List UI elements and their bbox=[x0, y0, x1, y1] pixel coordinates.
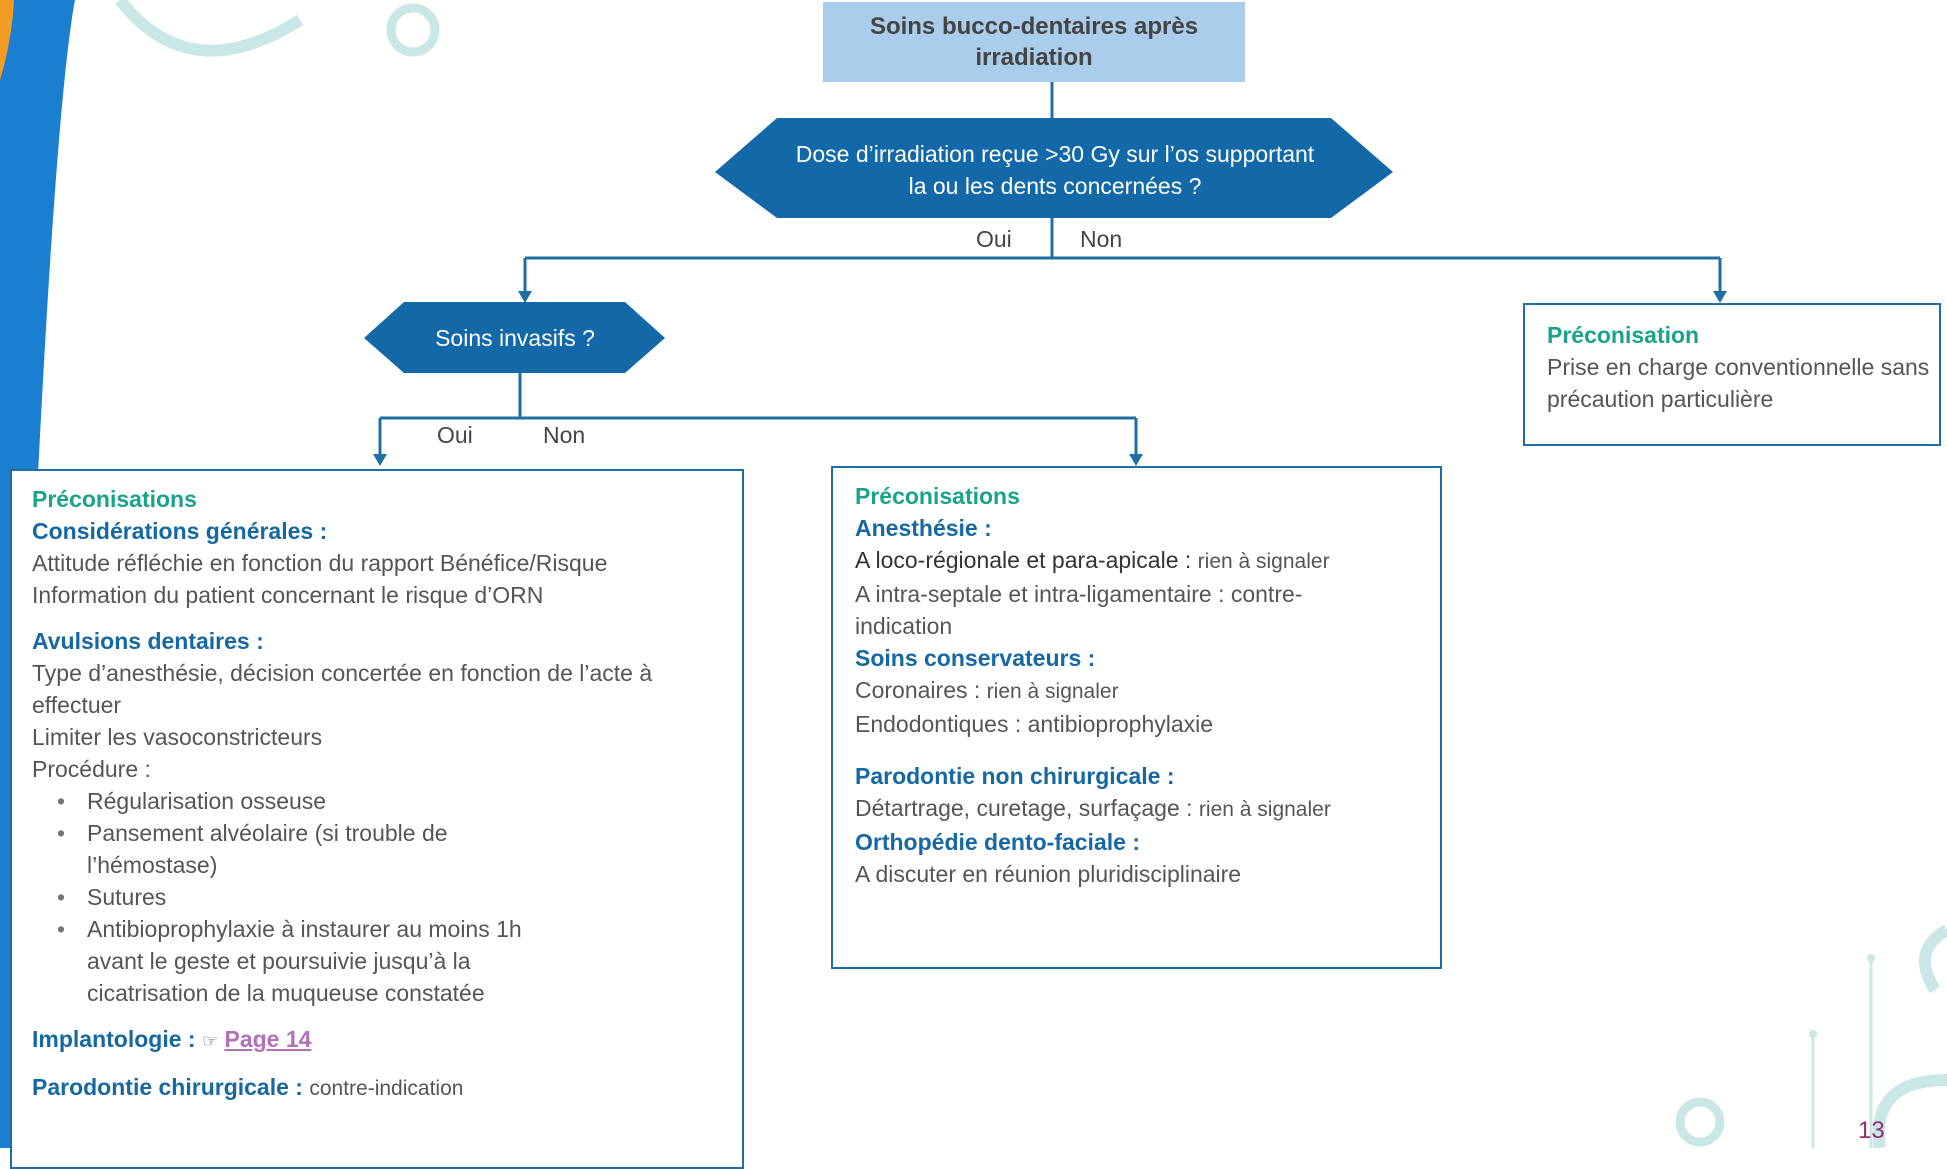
anesthesia-title: Anesthésie : bbox=[855, 515, 992, 541]
anesthesia-value: rien à signaler bbox=[1197, 550, 1330, 573]
general-line: Information du patient concernant le ris… bbox=[32, 582, 544, 608]
procedure-list: Régularisation osseuse Pansement alvéola… bbox=[32, 785, 562, 1009]
decision2-yes-label: Oui bbox=[437, 422, 473, 448]
conservative-care-title: Soins conservateurs : bbox=[855, 645, 1096, 671]
recommendation-panel-non: Préconisation Prise en charge convention… bbox=[1523, 303, 1941, 446]
conservative-care-type: Coronaires : bbox=[855, 677, 981, 703]
decision2-shape bbox=[364, 302, 665, 373]
conservative-care-value: rien à signaler bbox=[986, 680, 1119, 703]
avulsions-line: Procédure : bbox=[32, 756, 151, 782]
deco-arc-top bbox=[115, 0, 304, 57]
procedure-item: Sutures bbox=[57, 881, 562, 913]
flowchart-title: Soins bucco-dentaires après irradiation bbox=[823, 2, 1245, 82]
deco-arc-right bbox=[1919, 924, 1947, 994]
procedure-item: Régularisation osseuse bbox=[57, 785, 562, 817]
decision2-no-label: Non bbox=[543, 422, 586, 448]
implantology-label: Implantologie : bbox=[32, 1026, 196, 1052]
decision1-shape bbox=[715, 118, 1393, 218]
periodontics-value: rien à signaler bbox=[1198, 798, 1331, 821]
decision2-text: Soins invasifs ? bbox=[435, 325, 595, 351]
deco-circle-bottom bbox=[1675, 1097, 1725, 1147]
conservative-care-line: Coronaires : rien à signaler bbox=[855, 674, 1440, 708]
panel-text: Prise en charge conventionnelle sans pré… bbox=[1547, 354, 1930, 412]
procedure-item: Pansement alvéolaire (si trouble de l’hé… bbox=[57, 817, 562, 881]
decision1-no-label: Non bbox=[1080, 226, 1123, 252]
anesthesia-type: A loco-régionale et para-apicale : bbox=[855, 547, 1192, 573]
pointing-hand-icon: ☞ bbox=[201, 1031, 219, 1051]
recommendation-panel-non-invasive: Préconisations Anesthésie : A loco-régio… bbox=[831, 466, 1442, 969]
parodontie-chirurgicale-value: contre-indication bbox=[309, 1077, 464, 1100]
periodontics-title: Parodontie non chirurgicale : bbox=[855, 763, 1175, 789]
orthopedics-line: A discuter en réunion pluridisciplinaire bbox=[855, 861, 1242, 887]
avulsions-line: Limiter les vasoconstricteurs bbox=[32, 724, 323, 750]
parodontie-chirurgicale-label: Parodontie chirurgicale : bbox=[32, 1074, 303, 1100]
general-considerations-title: Considérations générales : bbox=[32, 518, 328, 544]
decision1-yes-label: Oui bbox=[976, 226, 1012, 252]
general-line: Attitude réfléchie en fonction du rappor… bbox=[32, 550, 608, 576]
decision1-text: Dose d’irradiation reçue >30 Gy sur l’os… bbox=[795, 141, 1315, 199]
periodontics-line: Détartrage, curetage, surfaçage : rien à… bbox=[855, 792, 1440, 826]
anesthesia-line: A loco-régionale et para-apicale : rien … bbox=[855, 544, 1440, 578]
deco-circle-top bbox=[386, 3, 440, 57]
deco-arc-bottom bbox=[1872, 1074, 1947, 1148]
page-number: 13 bbox=[1858, 1117, 1885, 1144]
conservative-care-line: Endodontiques : antibioprophylaxie bbox=[855, 711, 1214, 737]
avulsions-title: Avulsions dentaires : bbox=[32, 628, 264, 654]
periodontics-type: Détartrage, curetage, surfaçage : bbox=[855, 795, 1193, 821]
procedure-item: Antibioprophylaxie à instaurer au moins … bbox=[57, 913, 562, 1009]
page-14-link[interactable]: Page 14 bbox=[224, 1026, 312, 1052]
panel-heading: Préconisations bbox=[855, 483, 1020, 509]
orthopedics-title: Orthopédie dento-faciale : bbox=[855, 829, 1140, 855]
parodontie-chirurgicale-row: Parodontie chirurgicale : contre-indicat… bbox=[32, 1071, 742, 1105]
panel-heading: Préconisations bbox=[32, 486, 197, 512]
anesthesia-line: A intra-septale et intra-ligamentaire : … bbox=[855, 581, 1303, 639]
avulsions-line: Type d’anesthésie, décision concertée en… bbox=[32, 660, 653, 718]
panel-heading: Préconisation bbox=[1547, 322, 1700, 348]
recommendation-panel-invasive: Préconisations Considérations générales … bbox=[10, 469, 744, 1169]
implantology-row: Implantologie : ☞ Page 14 bbox=[32, 1023, 742, 1057]
